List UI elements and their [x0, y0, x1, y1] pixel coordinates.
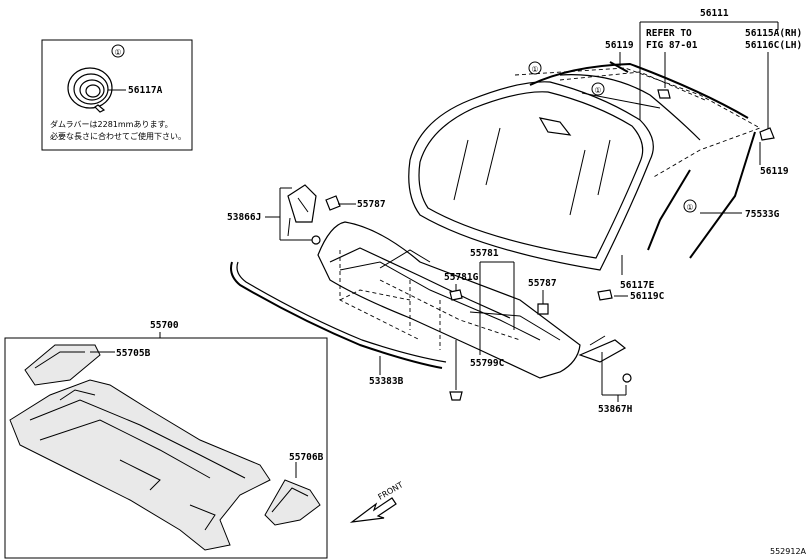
dam-rubber-inset: ① 56117A ダムラバーは2281mmあります。 必要な長さに合わせてご使用… — [41, 39, 193, 151]
callout-56117e-56119c: 56117E 56119C — [614, 255, 665, 302]
coiled-rubber-icon — [67, 67, 113, 113]
cowl-panel-inset: 55700 55705B 55706B — [4, 320, 328, 559]
label-55787-right: 55787 — [528, 278, 557, 289]
label-56117a: 56117A — [128, 85, 163, 96]
refer-to-line: REFER TO — [646, 28, 692, 39]
clip-55787-top: 55787 — [325, 195, 386, 211]
cowl-top-panel — [317, 221, 581, 379]
label-55700: 55700 — [150, 320, 179, 331]
label-53867h: 53867H — [598, 404, 633, 415]
seal-53383b: 53383B — [230, 261, 447, 387]
bracket-53866j: 53866J — [227, 184, 321, 245]
circle-marker-left: ① — [531, 65, 538, 74]
label-53383b: 53383B — [369, 376, 404, 387]
windshield-moldings: ① ① ① — [528, 61, 775, 301]
label-56119-top: 56119 — [605, 40, 634, 51]
label-55706b: 55706B — [289, 452, 324, 463]
note-line-1: ダムラバーは2281mmあります。 — [50, 119, 173, 129]
clip-55799c: 55799C — [449, 340, 505, 401]
label-56117e: 56117E — [620, 280, 655, 291]
label-56115a-rh: 56115A(RH) — [745, 28, 802, 39]
note-line-2: 必要な長さに合わせてご使用下さい。 — [50, 131, 186, 141]
label-53866j: 53866J — [227, 212, 261, 223]
circle-marker-mid: ① — [594, 86, 601, 95]
label-56119c: 56119C — [630, 291, 665, 302]
label-55787-top: 55787 — [357, 199, 386, 210]
label-75533g: 75533G — [745, 209, 780, 220]
label-55799c: 55799C — [470, 358, 505, 369]
label-56111: 56111 — [700, 8, 729, 19]
figure-code: 552912A — [770, 547, 807, 556]
label-55781: 55781 — [470, 248, 499, 259]
label-55781g: 55781G — [444, 272, 479, 283]
inset-circle-marker: ① — [114, 48, 121, 57]
label-56119-right: 56119 — [760, 166, 789, 177]
label-56116c-lh: 56116C(LH) — [745, 40, 802, 51]
refer-fig-line: FIG 87-01 — [646, 40, 698, 51]
windshield-glass — [408, 67, 762, 271]
front-direction-arrow: FRONT — [349, 480, 405, 523]
bracket-53867h: 53867H — [578, 335, 633, 415]
callout-55781: 55781 55781G 55787 — [444, 248, 557, 355]
label-55705b: 55705B — [116, 348, 151, 359]
circle-marker-right: ① — [686, 203, 693, 212]
